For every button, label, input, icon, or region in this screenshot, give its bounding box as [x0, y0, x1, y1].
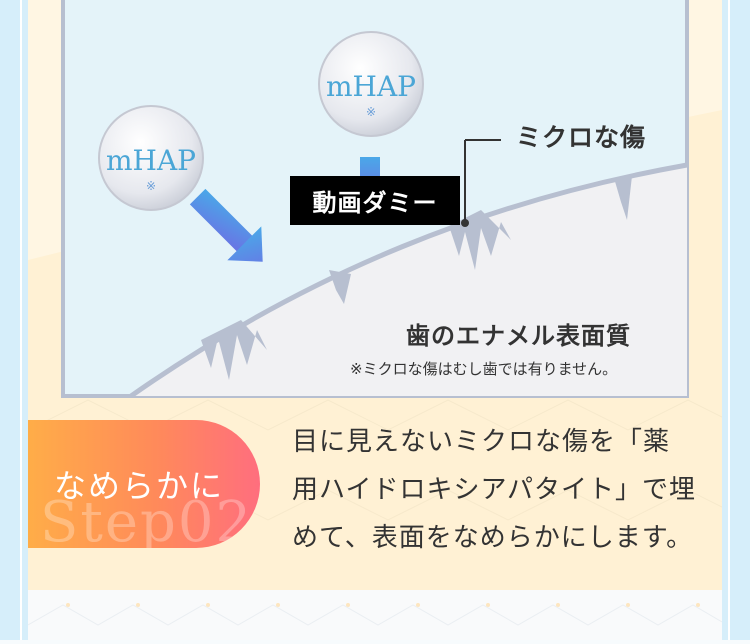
left-border-strip — [0, 0, 28, 640]
particle-left-mark: ※ — [146, 179, 156, 193]
down-arrow — [360, 157, 380, 177]
micro-groove — [329, 270, 351, 304]
enamel-surface — [131, 165, 687, 396]
particle-top-label: mHAP — [326, 70, 416, 103]
particle-left-label: mHAP — [106, 144, 196, 177]
step-badge: Step02 なめらかに — [28, 420, 260, 548]
step-description: 目に見えないミクロな傷を「薬 用ハイドロキシアパタイト」で埋 めて、表面をなめら… — [292, 418, 702, 562]
footnote: ※ミクロな傷はむし歯では有りません。 — [350, 360, 618, 378]
callout-dot — [461, 219, 469, 227]
bottom-pattern-strip — [27, 590, 723, 640]
particle-top-mark: ※ — [366, 105, 376, 119]
dot-pattern — [27, 603, 723, 626]
micro-groove — [614, 176, 632, 220]
description-line: 目に見えないミクロな傷を「薬 — [292, 427, 671, 457]
step-watermark: Step02 — [40, 490, 254, 548]
step-title: なめらかに — [54, 467, 225, 505]
description-line: 用ハイドロキシアパタイト」で埋 — [292, 475, 696, 505]
enamel-illustration: mHAP ※ mHAP ※ — [61, 0, 689, 398]
diagonal-arrow — [189, 188, 263, 262]
micro-damage-label: ミクロな傷 — [516, 123, 647, 152]
video-placeholder[interactable]: 動画ダミー — [290, 176, 460, 225]
description-line: めて、表面をなめらかにします。 — [292, 523, 694, 553]
enamel-label: 歯のエナメル表面質 — [406, 322, 631, 350]
right-border-strip — [722, 0, 750, 640]
particle-top — [318, 31, 424, 137]
particle-left — [98, 105, 204, 211]
